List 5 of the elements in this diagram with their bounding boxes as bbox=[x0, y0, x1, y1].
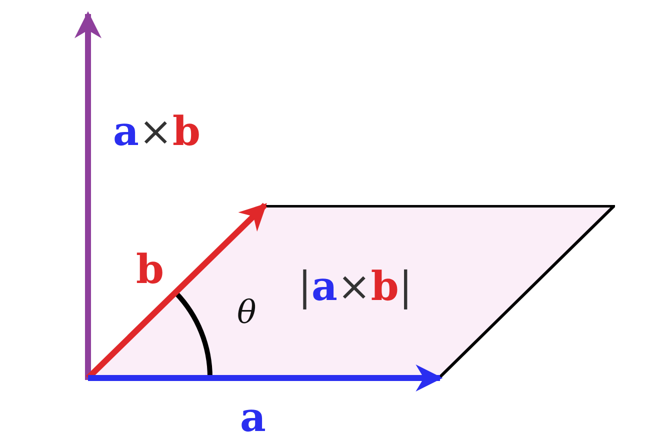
vector-label: a×b bbox=[113, 112, 200, 152]
vector-label: a bbox=[240, 398, 266, 438]
vector-label: b bbox=[136, 250, 164, 290]
area-label: |a×b| bbox=[298, 267, 412, 307]
angle-label: θ bbox=[237, 296, 256, 328]
